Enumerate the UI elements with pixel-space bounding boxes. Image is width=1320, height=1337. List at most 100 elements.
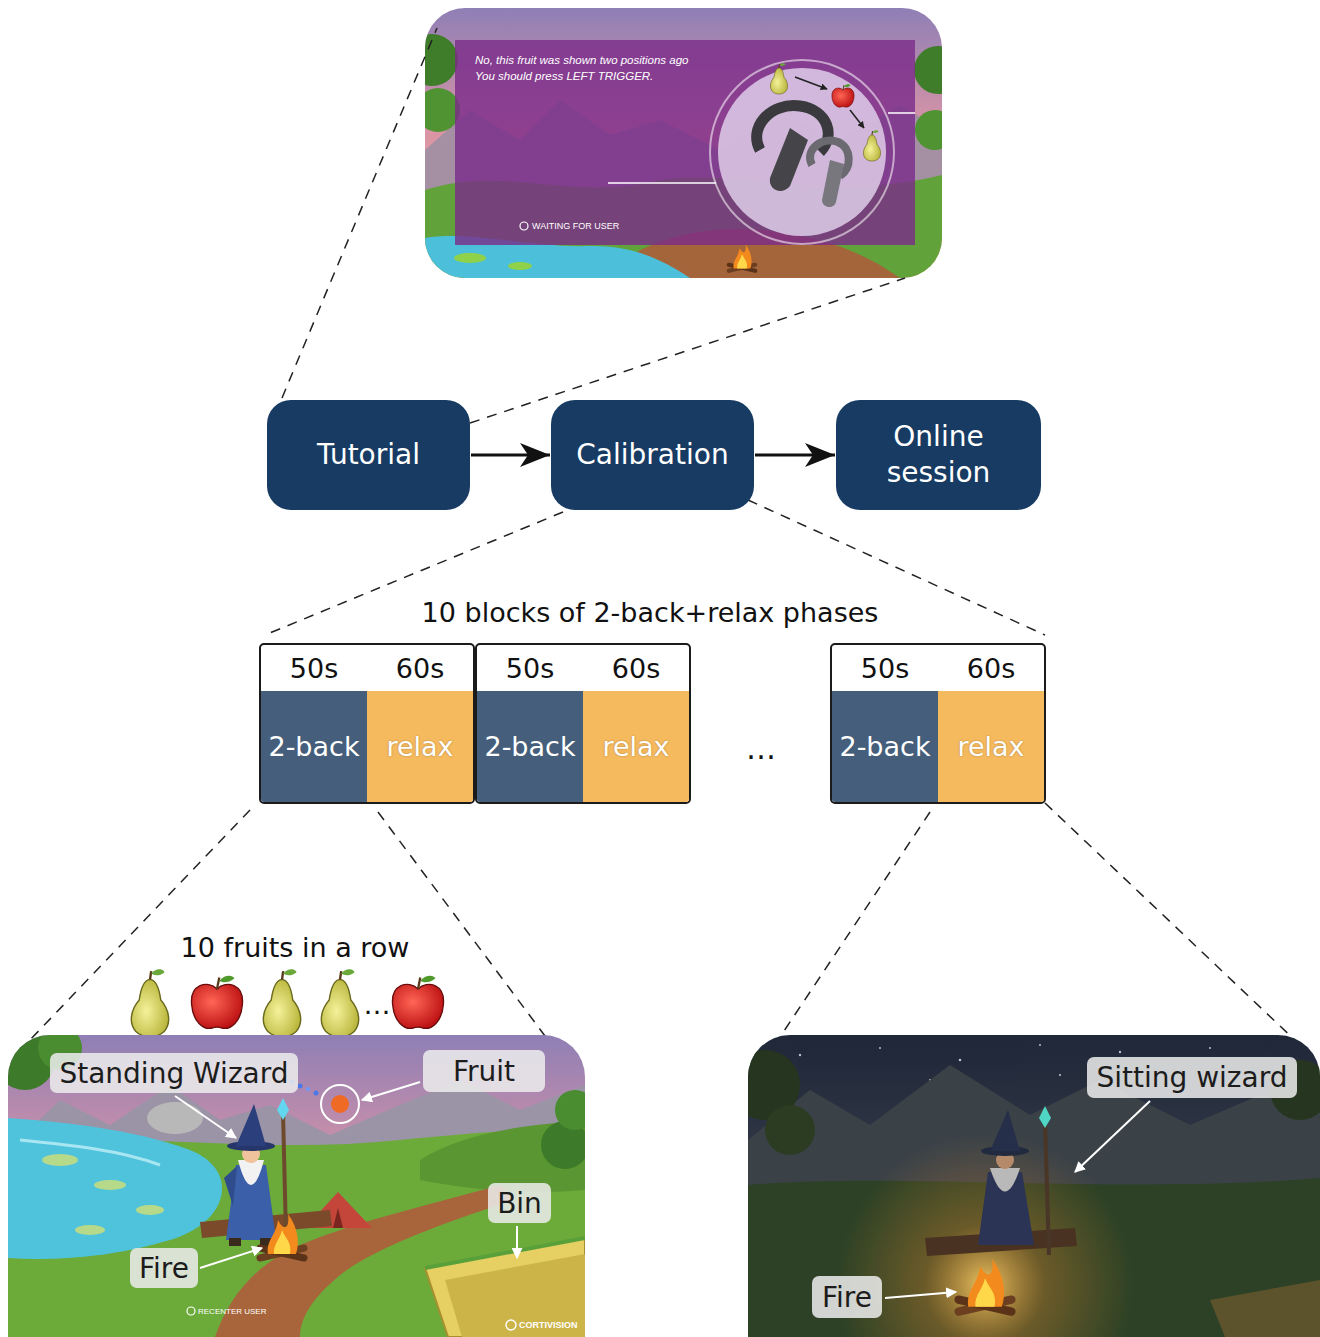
callout-text: Fruit — [453, 1055, 515, 1088]
stage-name: Tutorial — [317, 437, 420, 473]
tutorial-screenshot — [455, 40, 915, 245]
stars — [1059, 1074, 1061, 1076]
bin-figure — [425, 1238, 585, 1268]
phase-name: 2-back — [268, 731, 359, 762]
task-phase-box: 2-back — [832, 691, 938, 802]
phase-name: relax — [957, 731, 1024, 762]
callout-arrow — [1075, 1101, 1150, 1172]
callout-label: Standing Wizard — [50, 1053, 298, 1093]
task-screenshot — [75, 1225, 105, 1235]
sitting-wizard-figure — [990, 1110, 1020, 1151]
standing-wizard-figure — [238, 1160, 264, 1185]
standing-wizard-figure — [277, 1098, 289, 1120]
tutorial-screenshot — [425, 88, 460, 132]
ellipsis: … — [746, 731, 776, 766]
task-screenshot — [136, 1205, 164, 1215]
callout-text: Fire — [139, 1252, 189, 1285]
standing-wizard-figure — [224, 1166, 237, 1206]
fruit-row — [131, 969, 168, 1036]
tutorial-screenshot — [795, 77, 827, 89]
callout-text: Bin — [497, 1187, 542, 1220]
callout-arrow — [175, 1082, 517, 1268]
fruit-row — [131, 969, 443, 1036]
task-screenshot — [333, 1208, 343, 1228]
callout-arrow — [200, 1248, 262, 1268]
callout-label: Fire — [812, 1276, 882, 1318]
tutorial-screenshot — [914, 46, 942, 94]
ellipsis: … — [364, 989, 391, 1020]
magic-sparkles — [314, 1091, 319, 1096]
stage-box: Online session — [836, 400, 1041, 510]
tutorial-screenshot — [888, 112, 915, 114]
task-screenshot — [42, 1154, 78, 1166]
tutorial-screenshot — [832, 84, 854, 107]
tutorial-screenshot — [425, 34, 458, 86]
relax-screenshot — [959, 1259, 1012, 1312]
duration-label: 60s — [938, 653, 1044, 684]
task-phase-box: 2-back — [261, 691, 367, 802]
phase-name: relax — [386, 731, 453, 762]
sitting-wizard-figure — [990, 1168, 1020, 1192]
task-screenshot — [555, 1090, 585, 1130]
tutorial-screenshot — [850, 110, 864, 128]
callout-label: Fire — [130, 1248, 198, 1288]
stars — [1209, 1047, 1211, 1049]
bin-figure — [425, 1238, 585, 1337]
bin-figure — [425, 1238, 585, 1337]
callout-arrow — [175, 1096, 236, 1138]
task-screenshot — [506, 1320, 516, 1330]
relax-screenshot — [1210, 1280, 1320, 1337]
stars — [879, 1047, 881, 1049]
tutorial-screenshot — [608, 182, 716, 184]
task-screenshot — [147, 1102, 203, 1134]
stage-box: Tutorial — [267, 400, 470, 510]
duration-row: 50s60s — [261, 645, 473, 691]
zoom-line — [282, 28, 437, 398]
duration-label: 50s — [832, 653, 938, 684]
task-screenshot — [187, 1307, 195, 1315]
callout-label: Fruit — [423, 1050, 545, 1092]
callout-label: Bin — [488, 1183, 551, 1223]
tutorial-screenshot — [770, 63, 787, 94]
task-screenshot — [321, 1085, 359, 1123]
callout-label: Sitting wizard — [1087, 1057, 1297, 1098]
magic-sparkles — [298, 1084, 303, 1089]
callout-text: Standing Wizard — [59, 1057, 288, 1090]
relax-screenshot — [748, 1035, 1320, 1337]
tutorial-screenshot — [508, 262, 532, 270]
zoom-line — [1045, 803, 1300, 1045]
duration-label: 50s — [477, 653, 583, 684]
tutorial-screenshot — [710, 60, 894, 244]
zoom-line — [30, 810, 250, 1040]
zoom-line — [778, 812, 930, 1040]
sitting-wizard-figure — [1039, 1106, 1051, 1128]
sitting-wizard-figure — [978, 1106, 1051, 1255]
fruit-row — [393, 976, 444, 1029]
callout-text: Sitting wizard — [1096, 1061, 1287, 1094]
standing-wizard-figure — [283, 1112, 286, 1236]
fruit-row — [321, 969, 358, 1036]
tutorial-screenshot — [718, 68, 886, 236]
phase-name: 2-back — [484, 731, 575, 762]
task-screenshot — [331, 1095, 349, 1113]
callout-arrow — [362, 1082, 420, 1100]
logo-watermark: CORTIVISION — [519, 1320, 578, 1330]
task-screenshot — [8, 1035, 585, 1337]
duration-label: 50s — [261, 653, 367, 684]
magic-sparkles — [306, 1087, 310, 1091]
standing-wizard-figure — [236, 1104, 266, 1146]
task-screenshot — [260, 1214, 304, 1258]
tutorial-screenshot — [915, 110, 942, 150]
callout-text: Fire — [822, 1281, 872, 1314]
block-frame: 2-back relax 50s60s — [830, 643, 1046, 804]
duration-row: 50s60s — [477, 645, 689, 691]
duration-label: 60s — [583, 653, 689, 684]
tutorial-screenshot — [863, 130, 880, 161]
stars — [1039, 1044, 1041, 1046]
tutorial-screenshot — [729, 244, 755, 270]
tutorial-screenshot — [454, 253, 486, 263]
standing-wizard-figure — [229, 1238, 241, 1246]
status-text: WAITING FOR USER — [532, 221, 619, 231]
relax-phase-box: relax — [583, 691, 689, 802]
